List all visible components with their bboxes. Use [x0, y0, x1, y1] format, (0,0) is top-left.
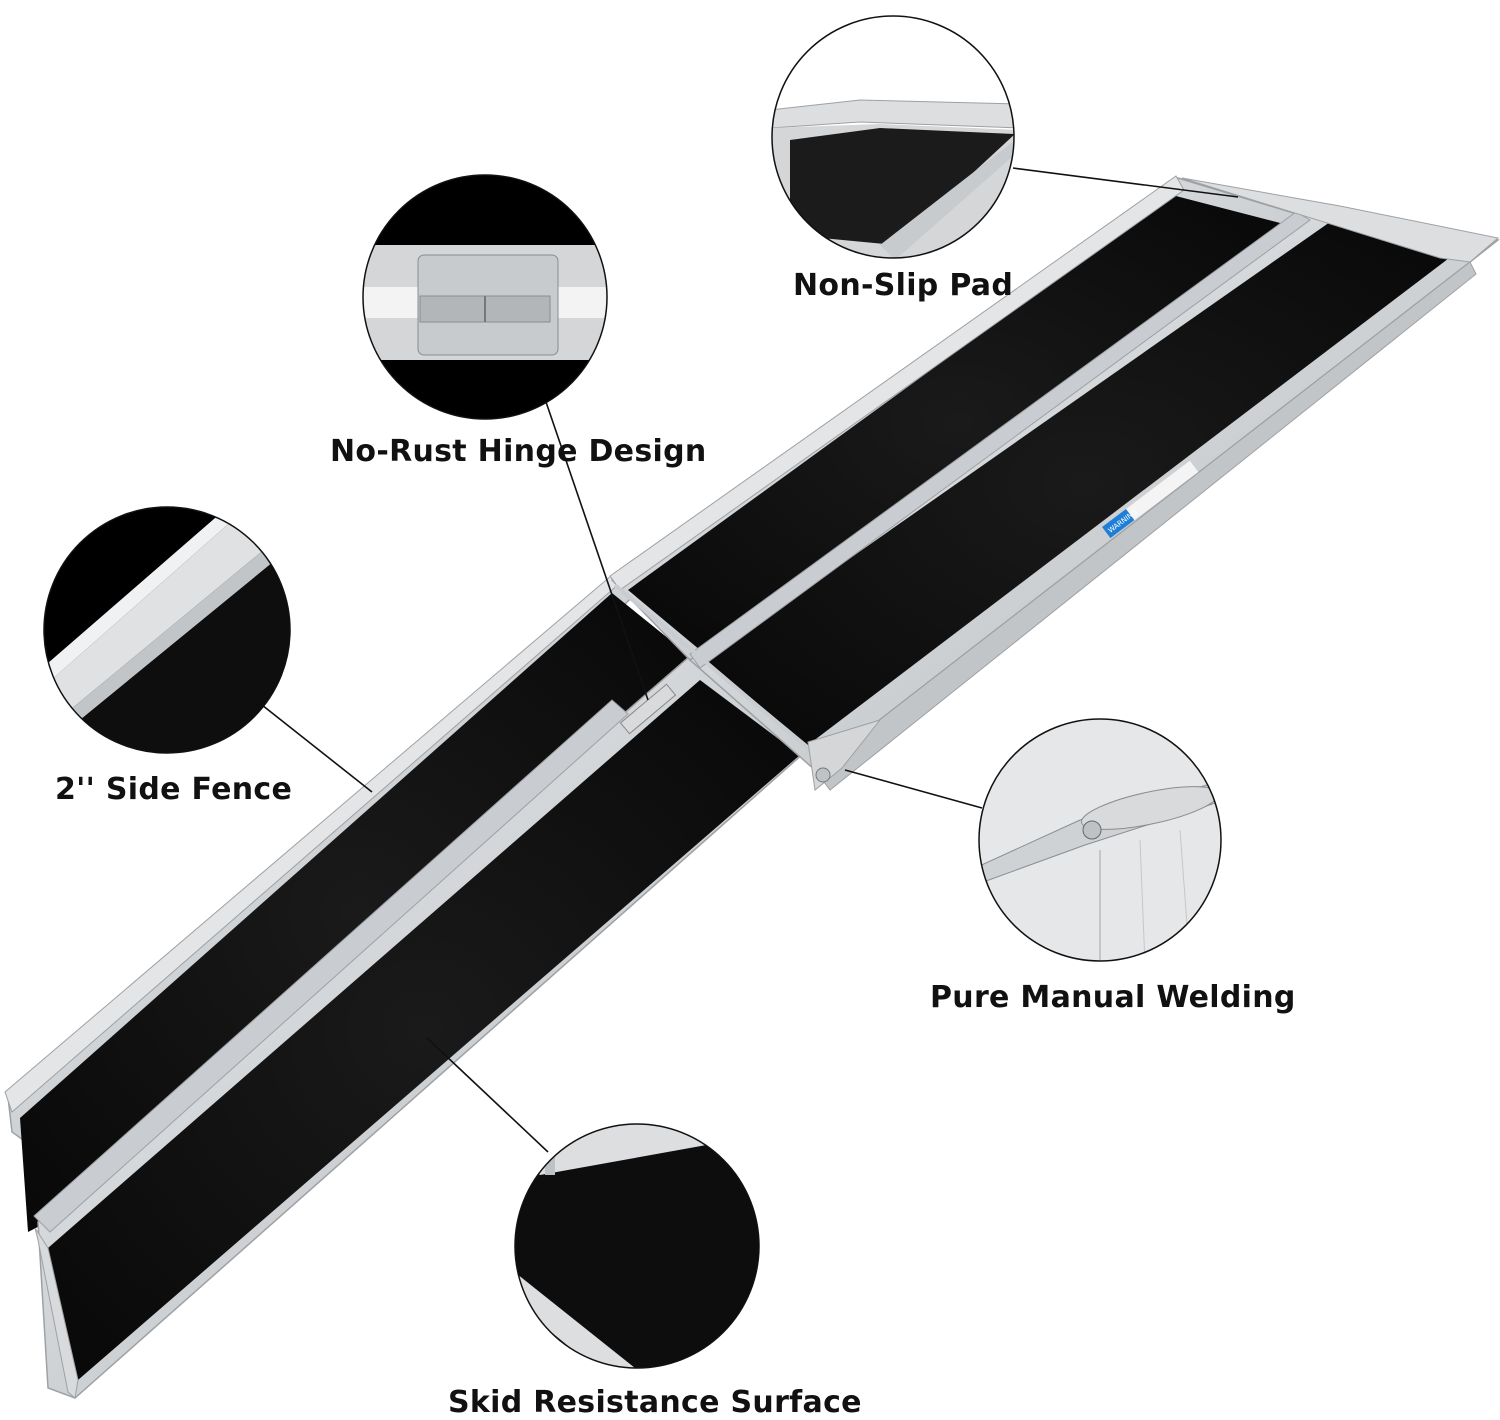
- folding-ramp: WARNING: [4, 175, 1500, 1399]
- leader-lines: [261, 167, 1239, 1153]
- detail-circle-side-fence: [43, 506, 291, 754]
- ramp-back-upper-mat: [628, 195, 1288, 650]
- callout-skid-resistance: Skid Resistance Surface: [448, 1385, 862, 1420]
- detail-circle-skid: [514, 1123, 760, 1369]
- leader-line-skid: [426, 1037, 549, 1153]
- ramp-end-plate-bottom: [34, 1227, 79, 1399]
- ramp-bottom-side: [814, 261, 1477, 791]
- ramp-left-panel-mat: [20, 593, 695, 1232]
- detail-circle-non-slip-pad: [771, 15, 1015, 259]
- ramp-weld-bolt: [815, 767, 831, 783]
- detail-circle-hinge: [362, 174, 608, 420]
- callout-manual-welding: Pure Manual Welding: [930, 980, 1296, 1015]
- ramp-fold-line: [613, 583, 814, 754]
- callout-side-fence: 2'' Side Fence: [55, 772, 293, 807]
- leader-line-hinge: [545, 401, 649, 701]
- callout-non-slip-pad: Non-Slip Pad: [793, 268, 1014, 303]
- ramp-end-plate-top: [1181, 177, 1500, 263]
- leader-line-pad: [1012, 167, 1239, 198]
- ramp-front-upper-mat: [705, 222, 1465, 745]
- leader-line-weld: [844, 769, 983, 809]
- ramp-center-rail-upper: [689, 211, 1311, 669]
- ramp-front-panel-mat: [48, 680, 800, 1380]
- ramp-hinge: [619, 683, 677, 735]
- detail-circle-welding: [978, 718, 1222, 962]
- leader-line-fence: [261, 704, 373, 793]
- ramp-center-rail-lower: [33, 699, 629, 1233]
- callout-no-rust-hinge: No-Rust Hinge Design: [330, 434, 707, 469]
